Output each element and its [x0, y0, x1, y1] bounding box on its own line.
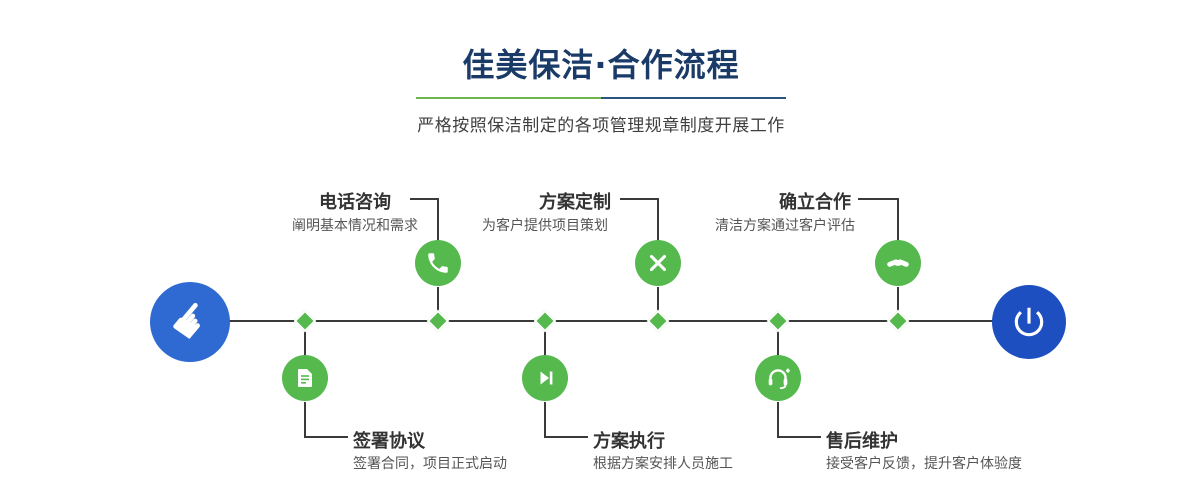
step-node-cooperation — [875, 240, 921, 286]
connector-line — [858, 198, 898, 200]
timeline-marker — [646, 309, 670, 333]
connector-line — [437, 287, 439, 321]
title-underline-green — [416, 97, 601, 99]
timeline-marker — [293, 309, 317, 333]
page-title: 佳美保洁·合作流程 — [462, 46, 740, 84]
headset-icon — [768, 368, 790, 390]
step-desc-cooperation: 清洁方案通过客户评估 — [715, 218, 855, 234]
timeline-start-node: ☛ — [150, 282, 230, 362]
step-desc-sign: 签署合同，项目正式启动 — [353, 456, 507, 472]
step-title-plan: 方案定制 — [539, 192, 611, 213]
step-desc-execute: 根据方案安排人员施工 — [593, 456, 733, 472]
connector-line — [304, 436, 348, 438]
timeline-marker — [426, 309, 450, 333]
step-node-phone — [415, 240, 461, 286]
step-title-service: 售后维护 — [826, 431, 898, 452]
connector-line — [777, 323, 779, 355]
connector-line — [410, 198, 438, 200]
timeline-end-node — [992, 285, 1066, 359]
connector-line — [897, 287, 899, 321]
connector-line — [437, 198, 439, 241]
step-title-sign: 签署协议 — [353, 431, 425, 452]
step-node-service — [755, 355, 801, 401]
step-desc-plan: 为客户提供项目策划 — [482, 218, 608, 234]
timeline-marker — [886, 309, 910, 333]
connector-line — [657, 198, 659, 241]
step-desc-service: 接受客户反馈，提升客户体验度 — [826, 456, 1022, 472]
connector-line — [897, 198, 899, 241]
step-desc-phone: 阐明基本情况和需求 — [292, 218, 418, 234]
step-title-cooperation: 确立合作 — [779, 192, 851, 213]
connector-line — [544, 402, 546, 437]
step-node-execute — [522, 355, 568, 401]
power-icon — [1014, 307, 1044, 337]
play-icon — [540, 371, 553, 385]
step-title-execute: 方案执行 — [593, 431, 665, 452]
step-node-sign — [282, 355, 328, 401]
handshake-icon — [887, 259, 909, 267]
connector-line — [304, 402, 306, 437]
step-node-plan — [635, 240, 681, 286]
pencil-tools-icon — [649, 254, 667, 272]
page-subtitle: 严格按照保洁制定的各项管理规章制度开展工作 — [417, 116, 785, 136]
title-underline-blue — [601, 97, 786, 99]
connector-line — [304, 323, 306, 355]
phone-icon — [428, 253, 448, 273]
connector-line — [657, 287, 659, 321]
connector-line — [544, 323, 546, 355]
timeline-marker — [766, 309, 790, 333]
timeline-line — [190, 320, 1030, 322]
connector-line — [777, 402, 779, 437]
step-title-phone: 电话咨询 — [319, 192, 391, 213]
connector-line — [777, 436, 821, 438]
connector-line — [620, 198, 658, 200]
hand-pointer-icon: ☛ — [157, 287, 226, 354]
connector-line — [544, 436, 588, 438]
contract-icon — [298, 369, 312, 387]
timeline-marker — [533, 309, 557, 333]
